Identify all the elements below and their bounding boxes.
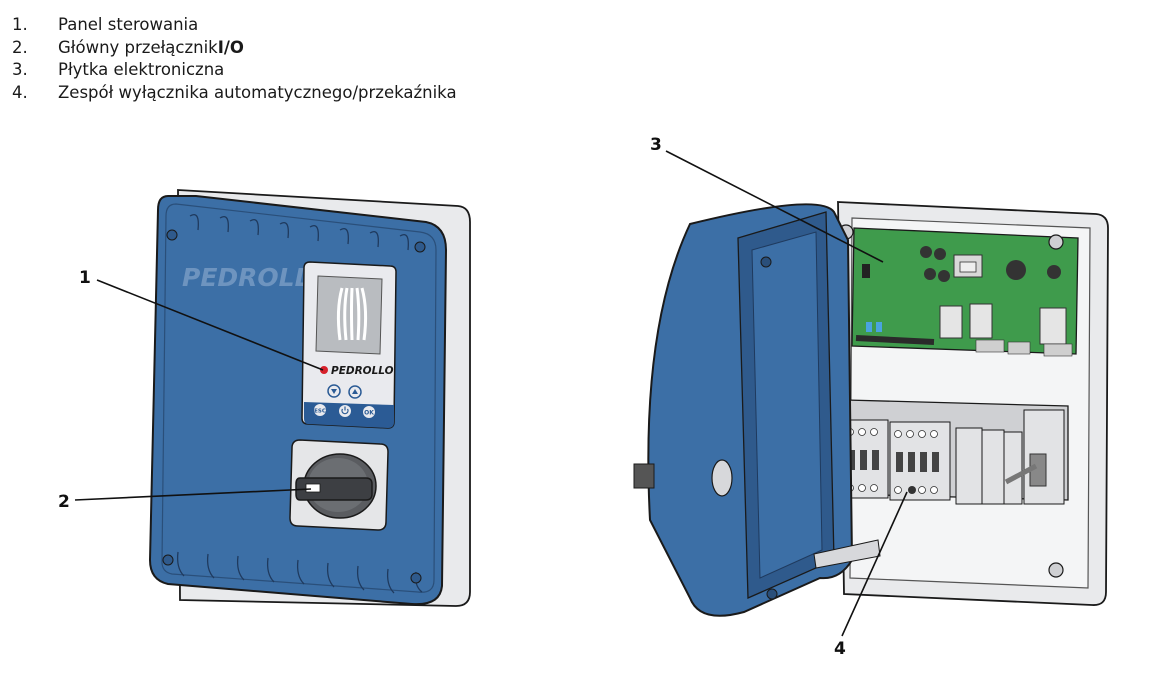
screw-icon [1048,562,1064,578]
screw-icon [410,572,422,584]
switch-knob[interactable] [295,477,373,501]
svg-text:OK: OK [364,410,374,417]
legend-item-4: 4.Zespół wyłącznika automatycznego/przek… [12,82,457,102]
display-screen [315,275,383,355]
screw-icon [1048,234,1064,250]
closed-control-box: PEDROLLO PEDROLLO ESC [148,189,471,607]
power-button[interactable] [339,405,351,417]
screw-icon [162,554,174,566]
callout-2: 2 [58,492,70,512]
control-panel: PEDROLLO ESC OK [301,261,397,429]
callout-1: 1 [79,268,91,288]
open-control-box [633,201,1109,617]
legend-item-2: 2.Główny przełącznik I/O [12,37,244,57]
screw-icon [166,229,178,241]
legend-list: 1.Panel sterowania 2.Główny przełącznik … [12,14,457,104]
svg-text:ESC: ESC [314,409,326,415]
electronic-board [851,227,1079,357]
callout-4: 4 [834,639,846,659]
legend-item-1: 1.Panel sterowania [12,15,199,34]
front-cover [148,195,448,606]
brand-mark-icon [320,366,328,374]
breaker-relay-assembly [829,399,1069,505]
ok-button[interactable] [363,406,375,418]
esc-button[interactable] [314,404,326,416]
legend-item-3: 3.Płytka elektroniczna [12,60,225,79]
callout-3: 3 [650,135,662,155]
callout-lines [74,150,908,637]
brand-logo-small: PEDROLLO [331,365,394,377]
screw-icon [414,241,426,253]
main-switch [289,439,389,531]
